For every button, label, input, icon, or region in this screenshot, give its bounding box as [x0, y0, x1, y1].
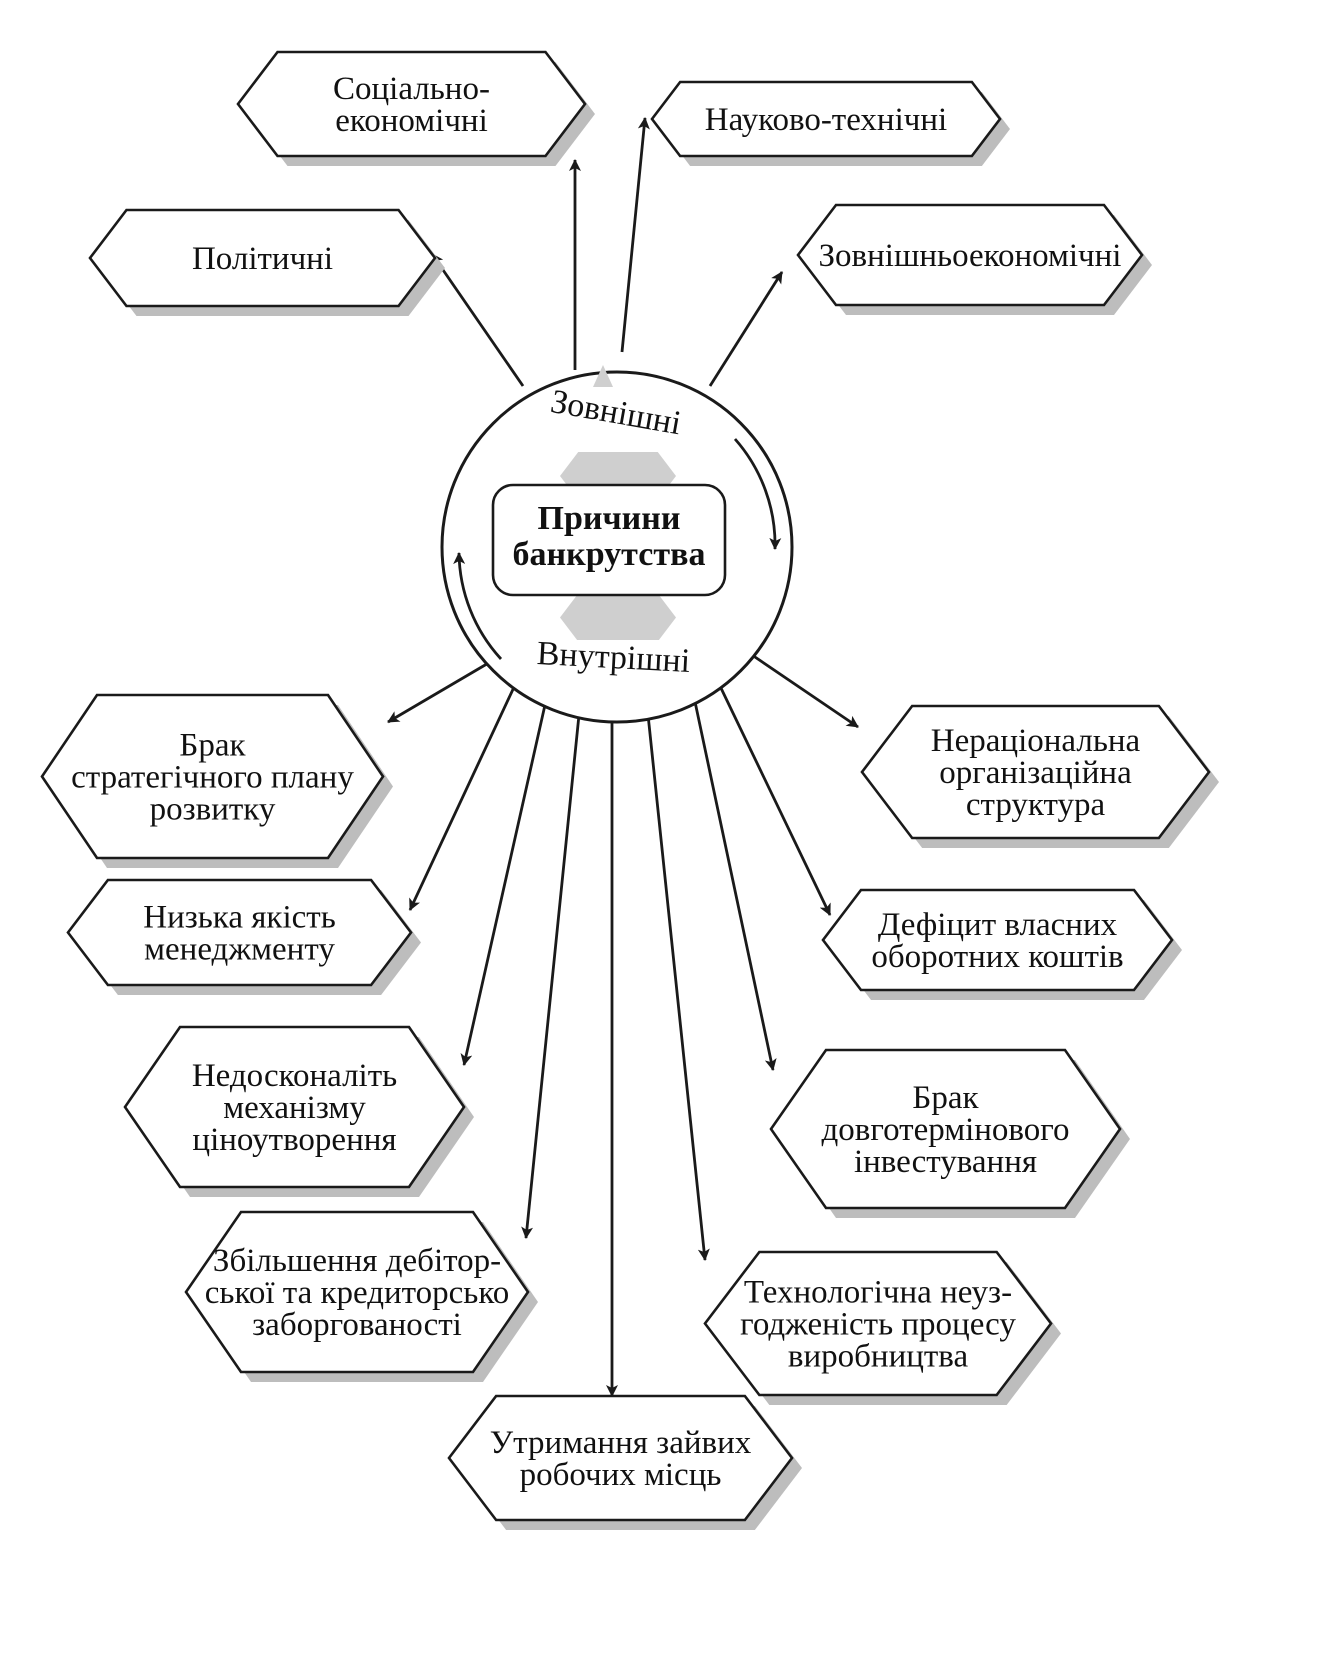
factor-box-scientific-technical: Науково-технічні: [650, 80, 1010, 166]
factor-box-outline: [447, 1394, 794, 1522]
center-title-line2: банкрутства: [513, 536, 706, 573]
factor-label-line: Утримання зайвих: [490, 1425, 752, 1461]
factor-label-line: структура: [966, 787, 1106, 823]
factor-box-outline: [769, 1048, 1122, 1210]
factor-box-outline: [821, 888, 1174, 992]
arrow-to-low-management-quality: [408, 684, 517, 911]
factor-box-outline: [123, 1025, 466, 1189]
arrow-to-technological-mismatch: [645, 704, 710, 1261]
factor-box-socio-economic: Соціально-економічні: [236, 50, 595, 166]
internal-label: Внутрішні: [536, 635, 691, 680]
factor-label-line: інвестування: [854, 1144, 1037, 1180]
factor-label-line: Нераціональна: [931, 723, 1141, 759]
arrow-to-political: [430, 253, 525, 387]
factor-label-line: економічні: [335, 103, 488, 139]
arrow-to-no-long-term-investment: [692, 696, 777, 1071]
factor-label-line: Технологічна неуз-: [744, 1275, 1012, 1311]
factor-box-outline: [796, 203, 1144, 307]
factor-box-outline: [703, 1250, 1053, 1397]
factor-label-line: Збільшення дебітор-: [213, 1243, 501, 1279]
factor-box-technological-mismatch: Технологічна неуз-годженість процесувиро…: [703, 1250, 1061, 1405]
arrow-to-receivables-payables-growth: [521, 704, 582, 1239]
arrows-layer: [387, 117, 859, 1397]
factor-label-line: Політичні: [192, 241, 333, 277]
ring-arrow-external: [733, 438, 782, 550]
factor-label-line: механізму: [223, 1090, 366, 1126]
arrow-to-irrational-structure: [751, 653, 859, 729]
factor-label-line: розвитку: [150, 792, 276, 828]
center-title-line1: Причини: [538, 500, 681, 537]
factor-label-line: Брак: [179, 728, 246, 764]
factor-box-outline: [184, 1210, 530, 1374]
center-title-box: [491, 483, 727, 597]
arrow-to-scientific-technical: [620, 117, 650, 353]
factor-label-line: Дефіцит власних: [878, 907, 1118, 943]
factor-label-line: годженість процесу: [740, 1307, 1016, 1343]
factor-label-line: менеджменту: [144, 932, 335, 968]
ring-arrow-internal: [453, 552, 503, 660]
factor-box-receivables-payables-growth: Збільшення дебітор-ської та кредиторсько…: [184, 1210, 538, 1382]
factor-label-line: Низька якість: [143, 900, 336, 936]
center-shade-triangle: [593, 365, 613, 387]
factor-label-line: стратегічного плану: [71, 760, 354, 796]
factor-box-outline: [650, 80, 1002, 158]
factor-label-line: Науково-технічні: [705, 102, 947, 138]
factor-box-outline: [236, 50, 587, 158]
factor-box-outline: [860, 704, 1211, 840]
factor-box-foreign-economic: Зовнішньоекономічні: [796, 203, 1152, 315]
factor-box-outline: [88, 208, 437, 308]
factor-label-line: Недосконаліть: [192, 1058, 397, 1094]
factor-label-line: ської та кредиторсько: [205, 1275, 509, 1311]
factor-label-line: Зовнішньоекономічні: [819, 238, 1122, 274]
factor-boxes-layer: Соціально-економічні Науково-технічніПолі…: [40, 50, 1219, 1530]
factor-box-political: Політичні: [88, 208, 445, 316]
factor-label-line: оборотних коштів: [871, 939, 1123, 975]
arrow-to-imperfect-pricing: [460, 695, 549, 1066]
factor-label-line: виробництва: [788, 1339, 969, 1375]
center-shade-bottom: [560, 595, 676, 640]
factor-label-line: Соціально-: [333, 71, 490, 107]
factor-box-outline: [66, 878, 413, 987]
arrow-to-foreign-economic: [708, 271, 784, 387]
factor-label-line: довготермінового: [822, 1112, 1070, 1148]
factor-label-line: робочих місць: [520, 1457, 722, 1493]
factor-label-line: заборгованості: [252, 1307, 462, 1343]
arrow-to-working-capital-deficit: [718, 685, 832, 916]
arrow-to-no-strategic-plan: [387, 656, 498, 724]
factor-label-line: Брак: [912, 1080, 979, 1116]
factor-label-line: організаційна: [939, 755, 1132, 791]
factor-label-line: ціноутворення: [192, 1122, 396, 1158]
factor-box-outline: [40, 693, 385, 860]
